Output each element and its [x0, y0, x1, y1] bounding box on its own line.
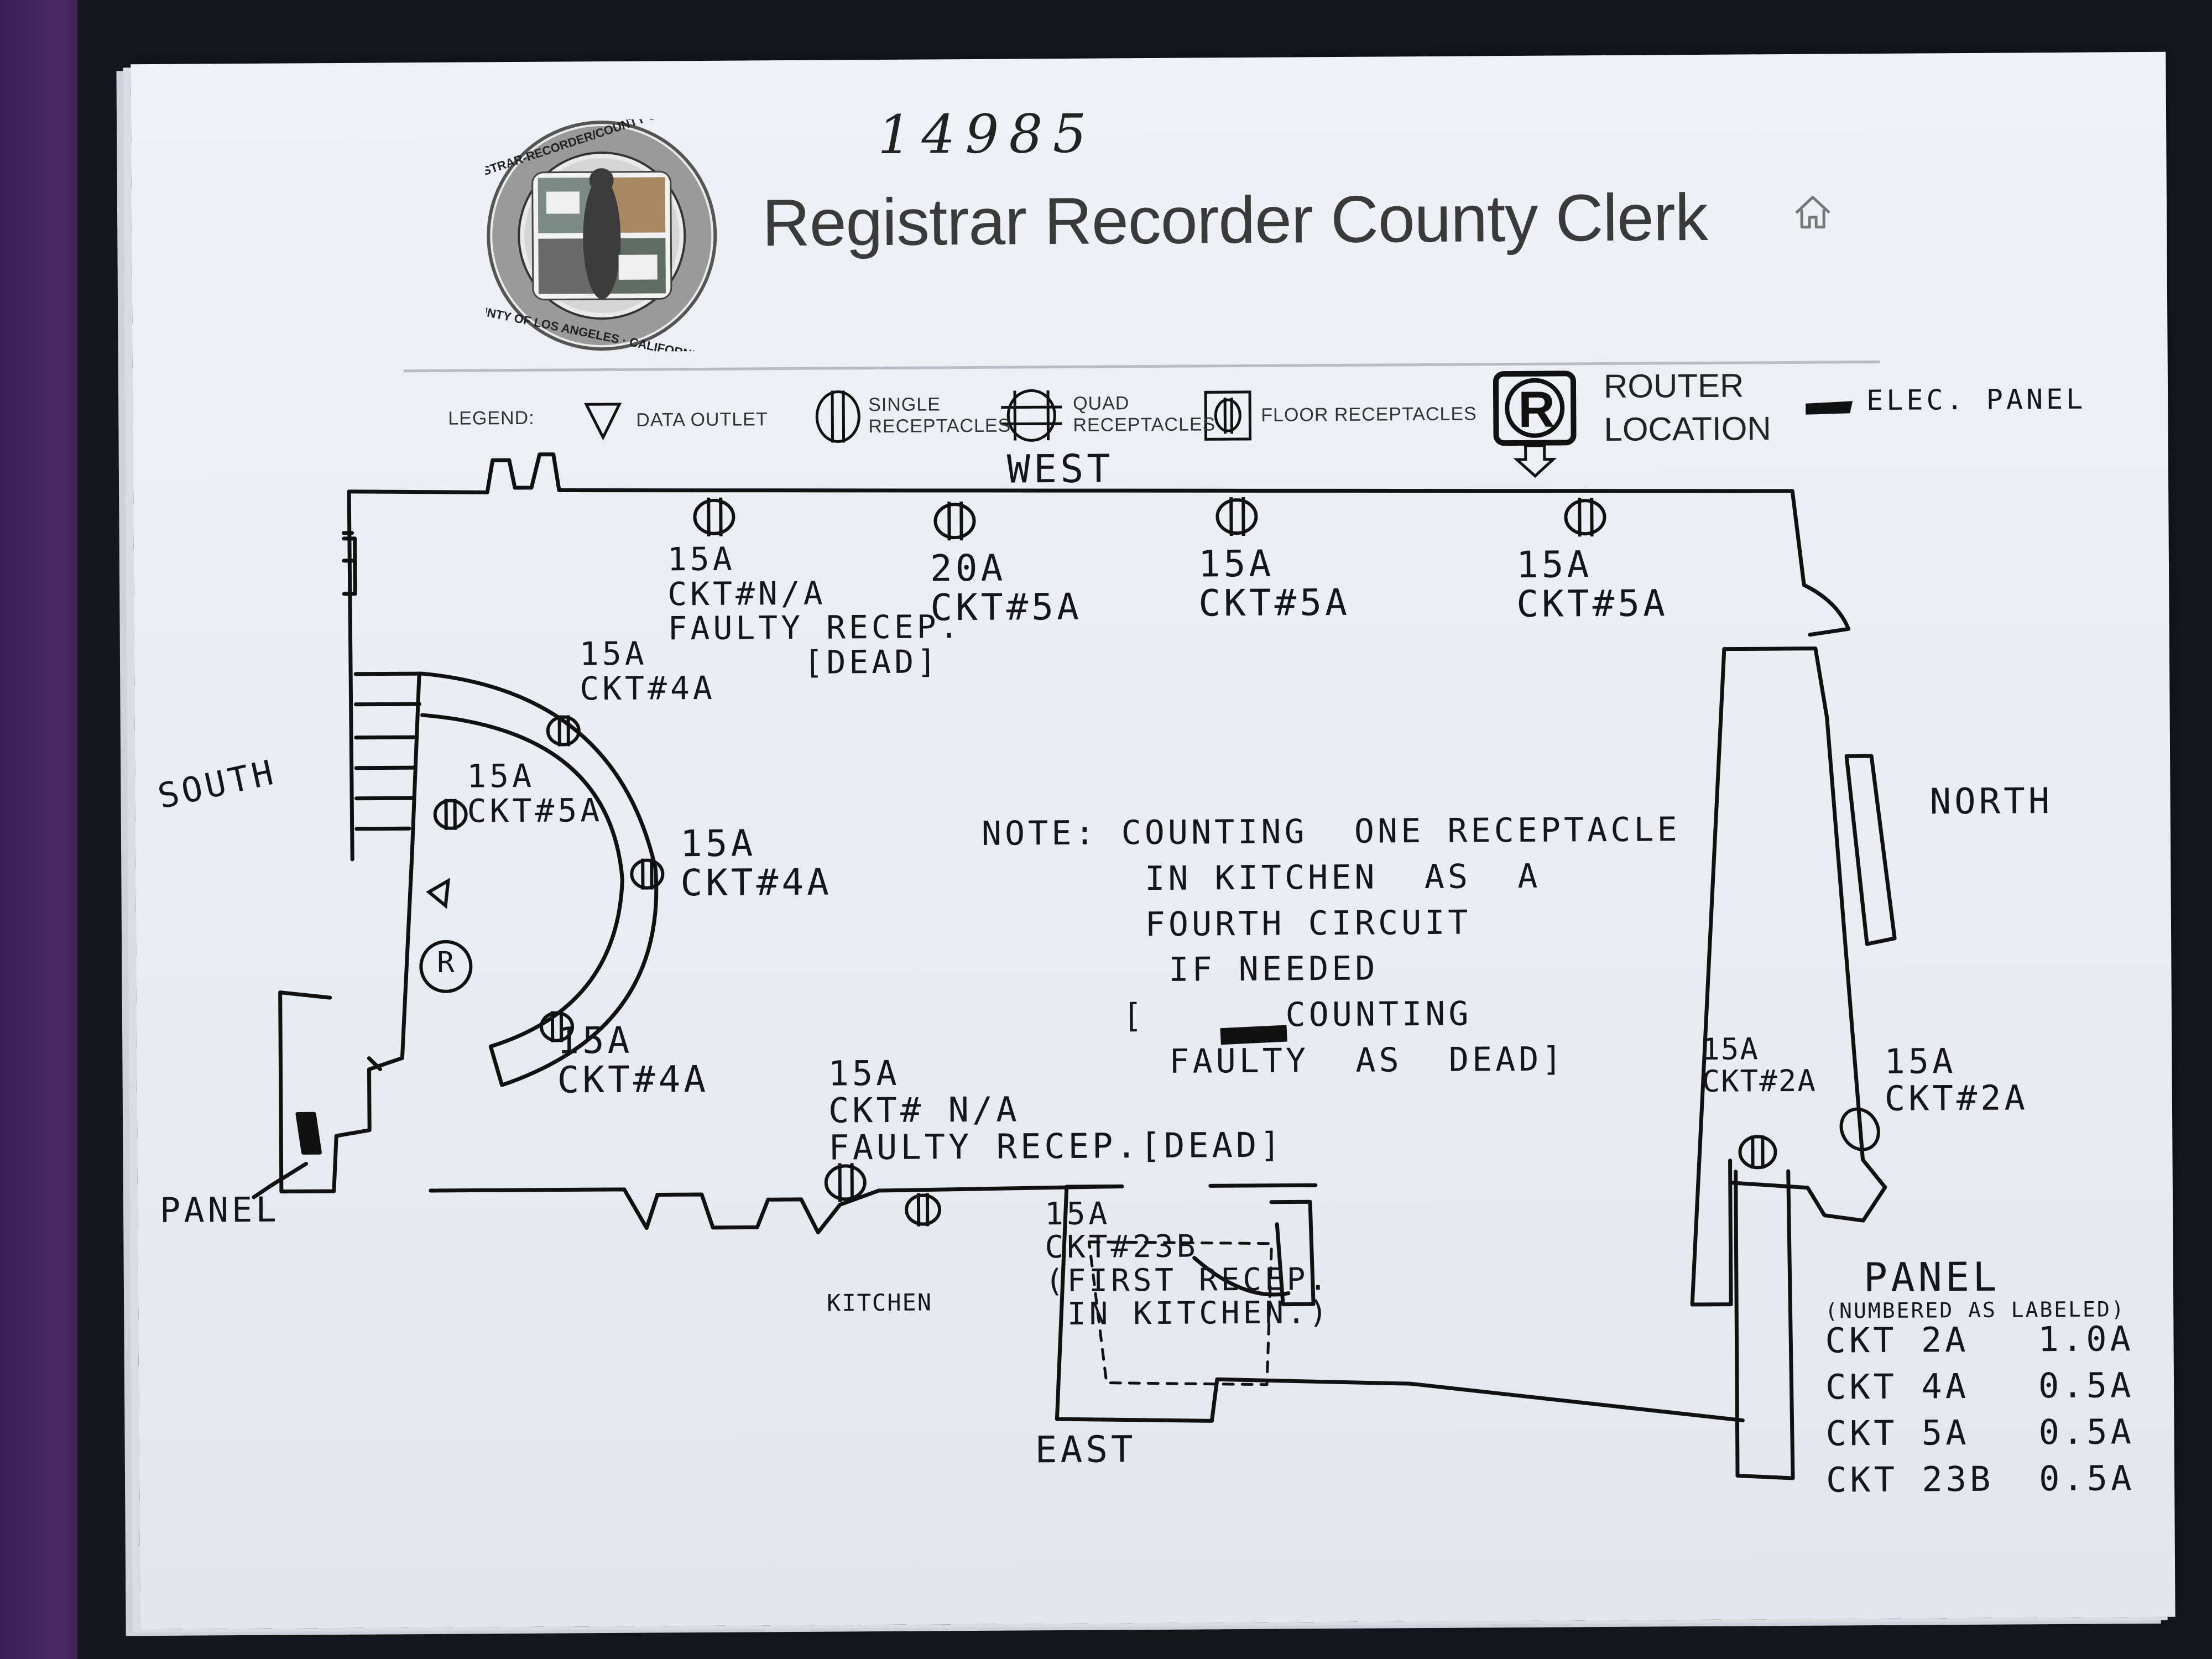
legend-data-outlet: DATA OUTLET — [636, 409, 768, 431]
panel-schedule-row: CKT 23B 0.5A — [1825, 1457, 2169, 1509]
receptacle-label-north-2: 15A CKT#2A — [1884, 1041, 2029, 1119]
receptacle-label-curve-top: 15A CKT#4A — [579, 634, 716, 707]
home-icon — [1795, 196, 1830, 229]
direction-west: WEST — [1006, 446, 1114, 492]
panel-label-left: PANEL — [159, 1189, 280, 1230]
receptacle-label-west-4: 15A CKT#5A — [1516, 543, 1669, 626]
receptacle-label-kitchen: 15A CKT#23B (FIRST RECEP. IN KITCHEN.) — [1044, 1196, 1331, 1333]
receptacle-label-curve-bottom: 15A CKT#4A — [556, 1019, 709, 1102]
panel-load: 0.5A — [2038, 1364, 2135, 1406]
router-marker: R — [437, 946, 458, 979]
direction-east: EAST — [1035, 1428, 1136, 1472]
receptacle-label-curve-right: 15A CKT#4A — [680, 822, 833, 905]
panel-load: 0.5A — [2038, 1457, 2135, 1499]
floor-plan-drawing — [252, 371, 1897, 1480]
legend-floor-receptacles: FLOOR RECEPTACLES — [1261, 403, 1477, 426]
receptacle-label-west-3: 15A CKT#5A — [1198, 542, 1351, 625]
panel-circuit: CKT 4A — [1825, 1365, 1970, 1407]
note-text: NOTE: COUNTING ONE RECEPTACLE IN KITCHEN… — [981, 810, 1681, 1082]
county-seal: REGISTRAR-RECORDER/COUNTY CLERK COUNTY O… — [485, 119, 717, 352]
floor-plan-sheet: 14985 REGISTRAR-RECORDER/COUNTY CLERK CO… — [131, 51, 2176, 1630]
panel-circuit: CKT 5A — [1825, 1412, 1970, 1454]
legend-single-receptacles: SINGLE RECEPTACLES — [868, 394, 1011, 437]
panel-load: 0.5A — [2038, 1411, 2135, 1453]
panel-schedule-row: CKT 5A 0.5A — [1825, 1411, 2169, 1462]
panel-circuit: CKT 2A — [1825, 1319, 1969, 1361]
legend-title: LEGEND: — [448, 407, 535, 429]
receptacle-label-north-1: 15A CKT#2A — [1702, 1031, 1817, 1099]
panel-schedule-title: PANEL — [1863, 1253, 2000, 1301]
kitchen-label: KITCHEN — [826, 1288, 933, 1317]
panel-load: 1.0A — [2038, 1318, 2135, 1360]
panel-schedule-rows: CKT 2A 1.0A CKT 4A 0.5A CKT 5A 0.5A CKT 23B 0.5… — [1825, 1318, 2169, 1509]
legend-router-location: ROUTER LOCATION — [1603, 367, 1771, 448]
router-symbol: R — [1517, 381, 1556, 438]
panel-schedule-row: CKT 2A 1.0A — [1825, 1318, 2168, 1369]
panel-schedule-row: CKT 4A 0.5A — [1825, 1364, 2169, 1416]
direction-north: NORTH — [1929, 781, 2053, 823]
panel-circuit: CKT 23B — [1825, 1458, 1994, 1500]
legend-quad-receptacles: QUAD RECEPTACLES — [1073, 393, 1216, 436]
legend-elec-panel: ELEC. PANEL — [1866, 383, 2086, 417]
receptacle-label-curve-left: 15A CKT#5A — [467, 757, 603, 830]
receptacle-label-west-2: 20A CKT#5A — [930, 546, 1083, 629]
